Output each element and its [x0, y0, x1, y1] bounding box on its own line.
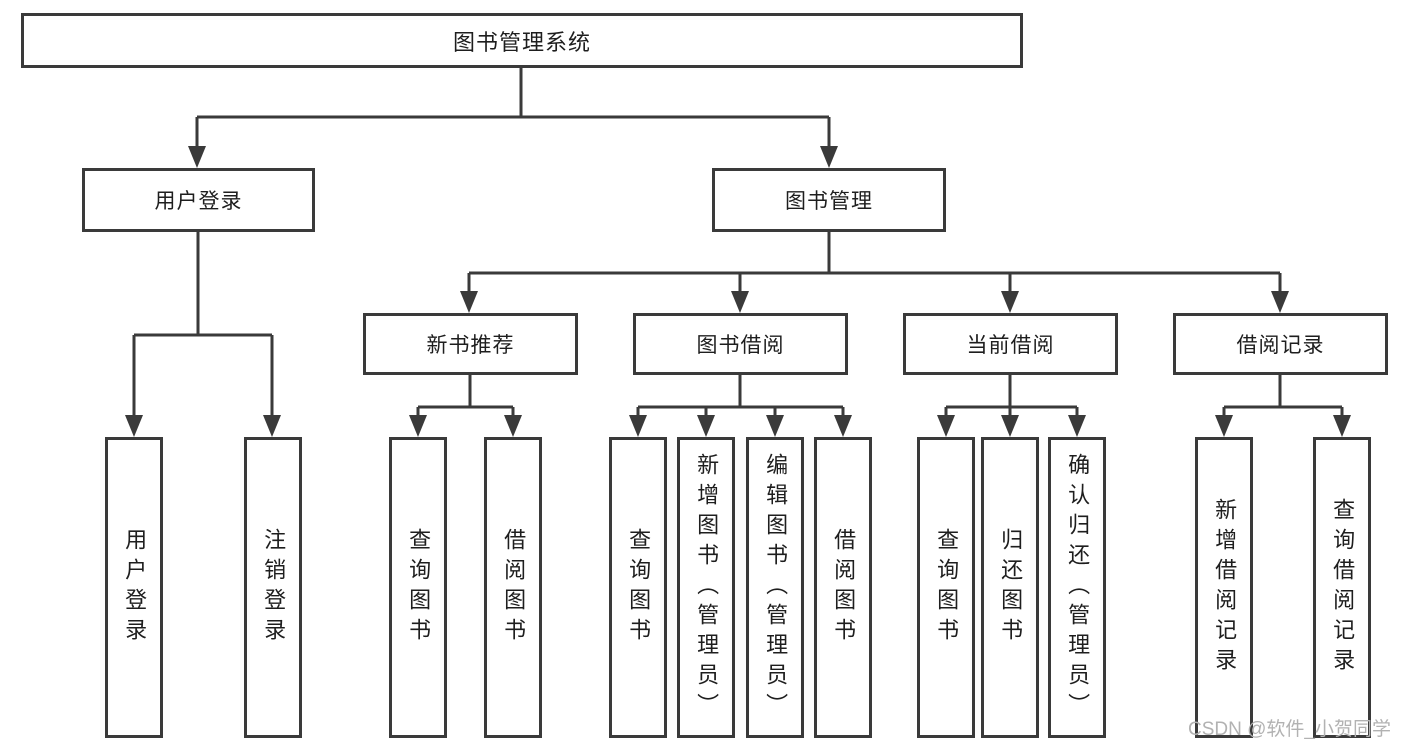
leaf-current-query-books: 查询图书	[917, 437, 975, 738]
connector-new-book-branch	[409, 373, 522, 437]
node-book-management: 图书管理	[712, 168, 946, 232]
connector-root-to-level2	[188, 66, 838, 168]
node-root-system: 图书管理系统	[21, 13, 1023, 68]
node-current-borrow: 当前借阅	[903, 313, 1118, 375]
connector-borrow-record-branch	[1215, 373, 1351, 437]
leaf-logout: 注销登录	[244, 437, 302, 738]
leaf-return-books: 归还图书	[981, 437, 1039, 738]
leaf-confirm-return-admin: 确认归还（管理员）	[1048, 437, 1106, 738]
node-user-login: 用户登录	[82, 168, 315, 232]
node-borrow-record: 借阅记录	[1173, 313, 1388, 375]
connector-book-management-branch	[460, 230, 1289, 313]
leaf-query-borrow-record: 查询借阅记录	[1313, 437, 1371, 738]
leaf-edit-books-admin: 编辑图书（管理员）	[746, 437, 804, 738]
csdn-watermark: CSDN @软件_小贺同学	[1188, 719, 1391, 740]
node-new-book-recommend: 新书推荐	[363, 313, 578, 375]
leaf-add-books-admin: 新增图书（管理员）	[677, 437, 735, 738]
connector-user-login-branch	[125, 230, 281, 437]
leaf-recommend-borrow-books: 借阅图书	[484, 437, 542, 738]
leaf-recommend-query-books: 查询图书	[389, 437, 447, 738]
leaf-add-borrow-record: 新增借阅记录	[1195, 437, 1253, 738]
leaf-user-login: 用户登录	[105, 437, 163, 738]
leaf-borrow-query-books: 查询图书	[609, 437, 667, 738]
node-book-borrow: 图书借阅	[633, 313, 848, 375]
connector-current-borrow-branch	[937, 373, 1086, 437]
connector-book-borrow-branch	[629, 373, 852, 437]
leaf-borrow-books: 借阅图书	[814, 437, 872, 738]
